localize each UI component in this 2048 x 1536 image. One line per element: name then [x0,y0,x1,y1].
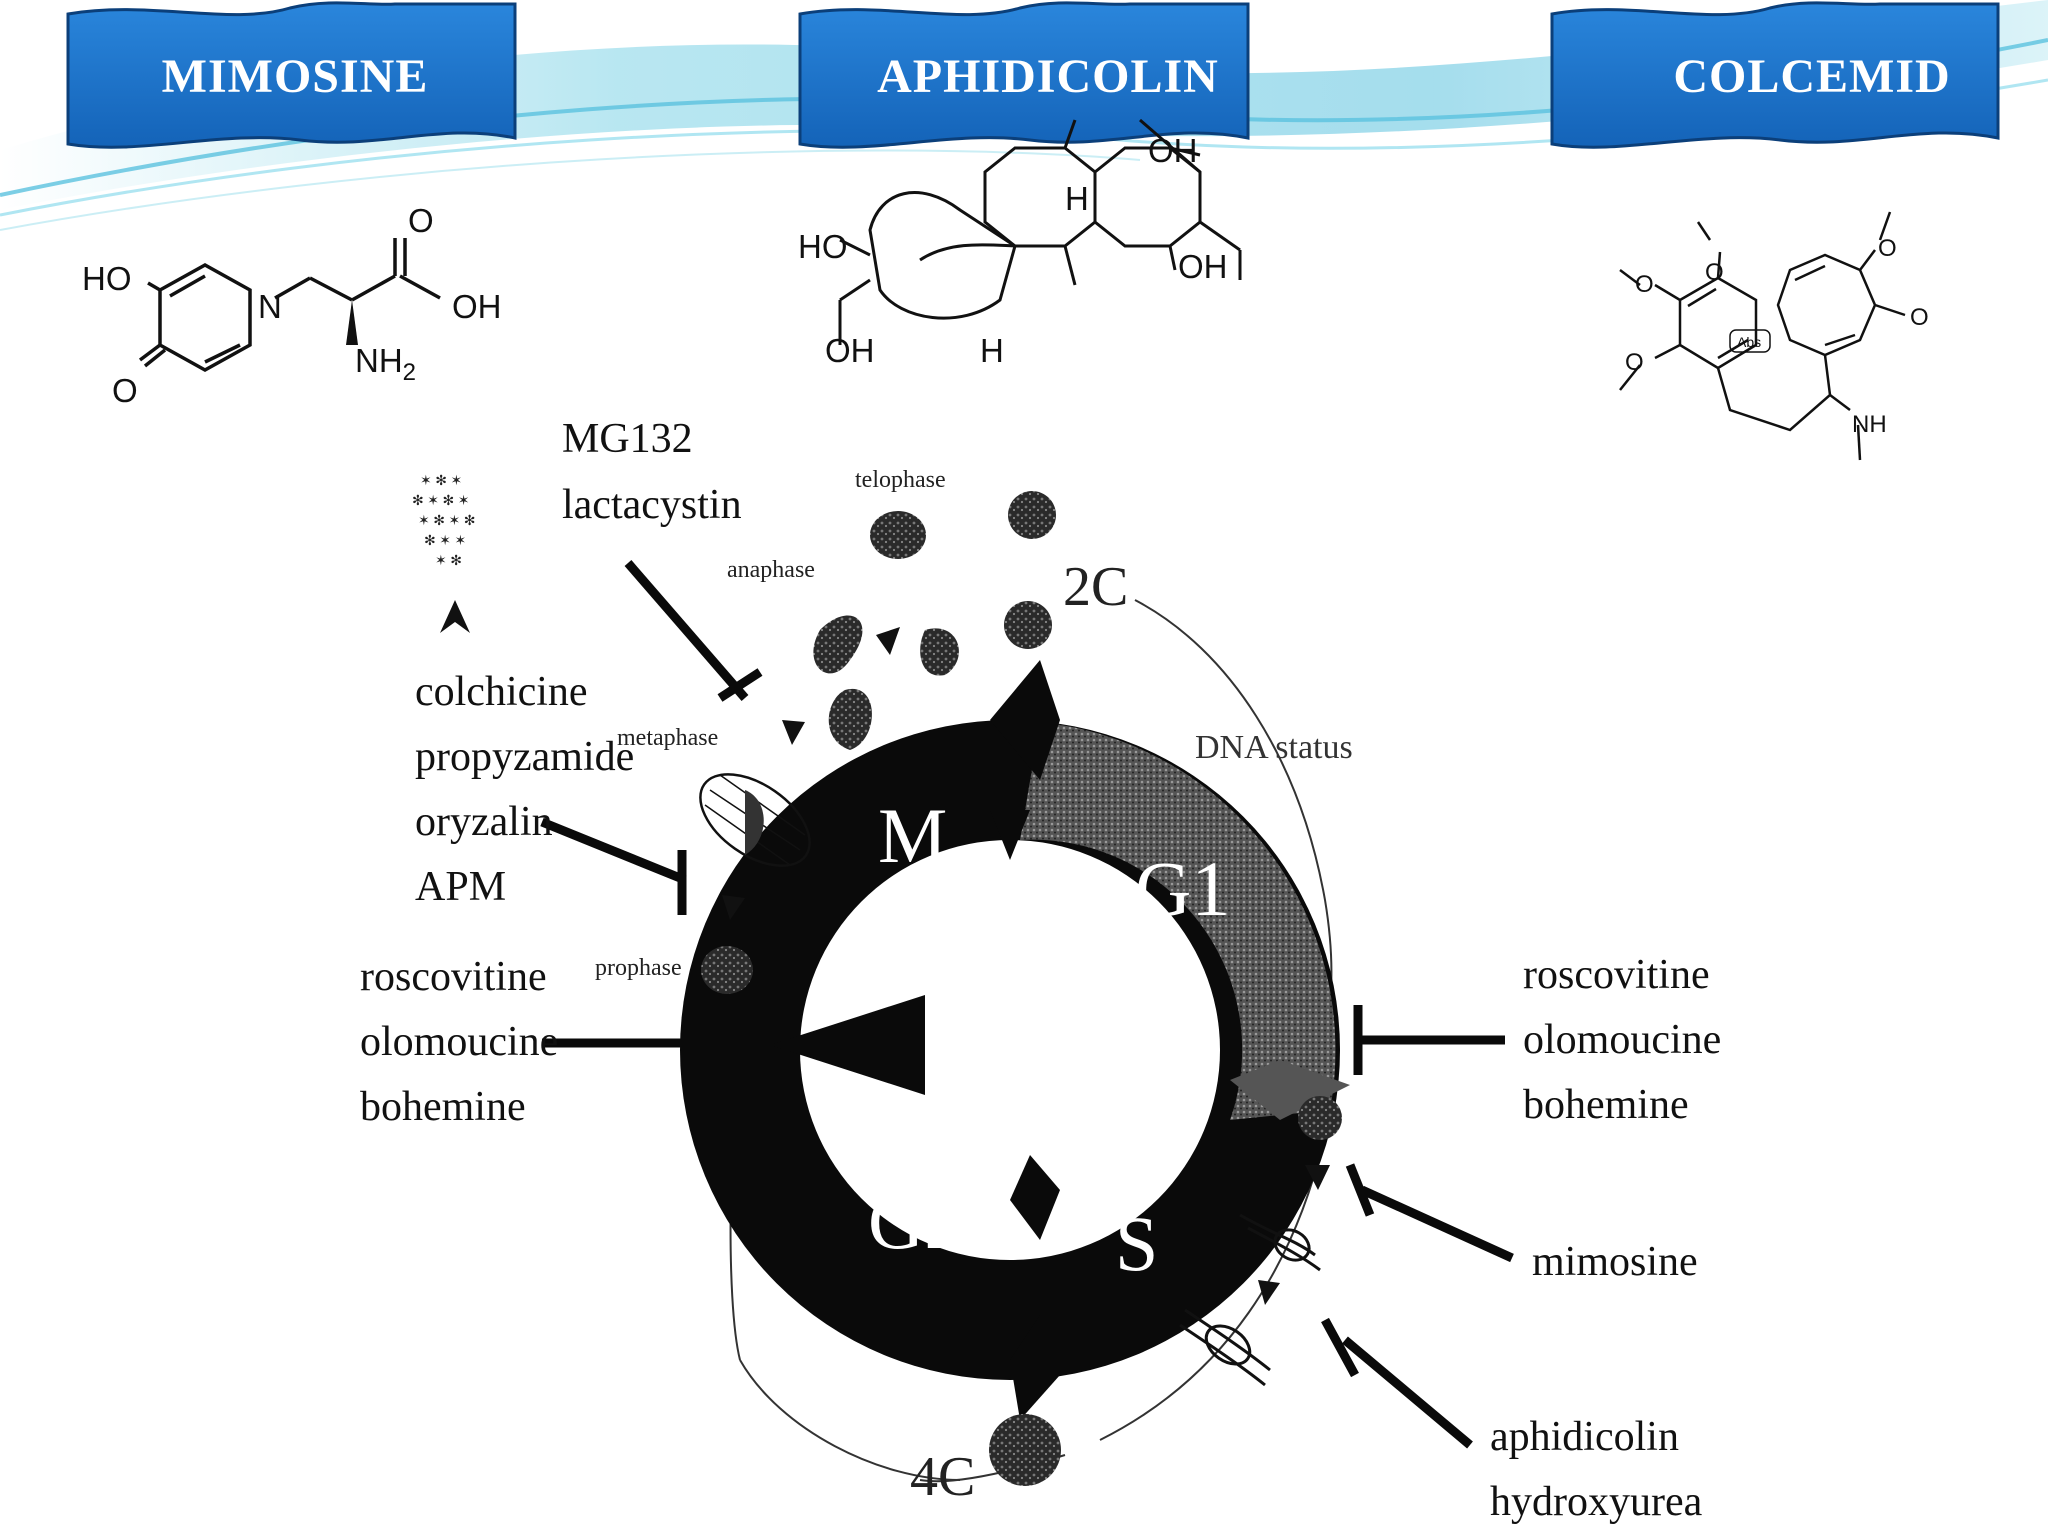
phase-labels: telophase anaphase metaphase prophase [595,467,946,981]
aphidicolin-H-top: H [1065,180,1089,217]
banner-colcemid: COLCEMID [1550,1,2000,149]
drug-label-bohemine-right: bohemine [1523,1082,1689,1128]
colcemid-structure [1619,211,1906,461]
aphidicolin-atoms: OH H HO OH OH H [798,132,1228,369]
drug-label-lactacystin: lactacystin [562,482,742,528]
phase-label-anaphase: anaphase [727,557,815,583]
svg-text:✻ ✶ ✶: ✻ ✶ ✶ [424,534,466,549]
cycle-label-S: S [1115,1200,1158,1287]
svg-text:✻ ✶ ✻ ✶: ✻ ✶ ✻ ✶ [412,494,469,509]
colcemid-O1: O [1635,271,1654,298]
cycle-label-G2: G2 [868,1178,963,1265]
mimosine-OH: OH [452,288,502,325]
mimosine-carbonyl-O: O [408,202,434,239]
dna-status-label: DNA status [1195,729,1353,766]
inhibition-lines [540,560,1514,1449]
drug-label-oryzalin: oryzalin [415,799,553,845]
svg-text:✶ ✻: ✶ ✻ [435,554,462,569]
phase-label-prophase: prophase [595,955,682,981]
mimosine-HO: HO [82,260,132,297]
colcemid-NH: NH [1852,411,1887,438]
colcemid-abs-label: Abs [1737,334,1761,350]
dna-label-4C: 4C [910,1446,975,1508]
aphidicolin-HO-left: HO [798,228,848,265]
drug-label-olomoucine-right: olomoucine [1523,1017,1721,1063]
mimosine-ring-O: O [112,372,138,409]
inhibitor-label-right-s: mimosine [1532,1239,1698,1285]
inhibitor-labels-right-g1: roscovitine olomoucine bohemine [1523,952,1721,1128]
colcemid-O3: O [1625,349,1644,376]
drug-label-aphidicolin: aphidicolin [1490,1414,1679,1460]
drug-label-bohemine-left: bohemine [360,1084,526,1130]
drug-label-apm: APM [415,864,506,910]
cell-cycle-ring: M G1 S G2 [680,660,1350,1420]
colcemid-O2: O [1705,259,1724,286]
banner-mimosine: MIMOSINE [66,1,517,149]
banner-label-aphidicolin: APHIDICOLIN [877,50,1219,103]
mimosine-structure [138,238,441,373]
aphidicolin-H-bottom: H [980,332,1004,369]
inhibitor-labels-top: MG132 lactacystin [562,416,742,528]
colcemid-atoms: O O O O O NH Abs [1625,235,1929,438]
svg-text:✶ ✻ ✶ ✻: ✶ ✻ ✶ ✻ [418,514,475,529]
banner-aphidicolin: APHIDICOLIN [798,1,1250,149]
drug-label-roscovitine-left: roscovitine [360,954,547,1000]
drug-label-hydroxyurea: hydroxyurea [1490,1479,1703,1525]
colcemid-keto-O: O [1910,304,1929,331]
aphidicolin-OH-top: OH [1148,132,1198,169]
phase-label-metaphase: metaphase [617,725,718,751]
colcemid-O4: O [1878,235,1897,262]
inhibitor-labels-left-low: roscovitine olomoucine bohemine [360,954,558,1130]
aphidicolin-OH-right: OH [1178,248,1228,285]
drug-label-mimosine: mimosine [1532,1239,1698,1285]
dna-label-2C: 2C [1063,556,1128,618]
banner-label-mimosine: MIMOSINE [162,50,429,103]
cycle-label-G1: G1 [1135,845,1230,932]
svg-text:✶ ✻ ✶: ✶ ✻ ✶ [420,474,462,489]
phase-label-telophase: telophase [855,467,946,493]
drug-label-colchicine: colchicine [415,669,588,715]
drug-label-roscovitine-right: roscovitine [1523,952,1710,998]
inhibitor-labels-left-mid: colchicine propyzamide oryzalin APM [415,669,634,910]
cycle-label-M: M [878,792,947,879]
banner-label-colcemid: COLCEMID [1673,50,1950,103]
drug-label-olomoucine-left: olomoucine [360,1019,558,1065]
mimosine-atoms: HO N O OH NH2 O [82,202,502,409]
aphidicolin-structure [838,118,1242,345]
drug-label-propyzamide: propyzamide [415,734,634,780]
dna-content-markers: 2C 4C DNA status [910,491,1353,1508]
replication-forks [1179,1165,1330,1387]
mimosine-N: N [258,288,282,325]
mitosis-figures: ✶ ✻ ✶ ✻ ✶ ✻ ✶ ✶ ✻ ✶ ✻ ✻ ✶ ✶ ✶ ✻ [412,474,959,994]
mimosine-NH2: NH2 [355,342,416,386]
drug-label-mg132: MG132 [562,416,693,462]
aphidicolin-OH-bottom: OH [825,332,875,369]
inhibitor-labels-right-bottom: aphidicolin hydroxyurea [1490,1414,1703,1525]
